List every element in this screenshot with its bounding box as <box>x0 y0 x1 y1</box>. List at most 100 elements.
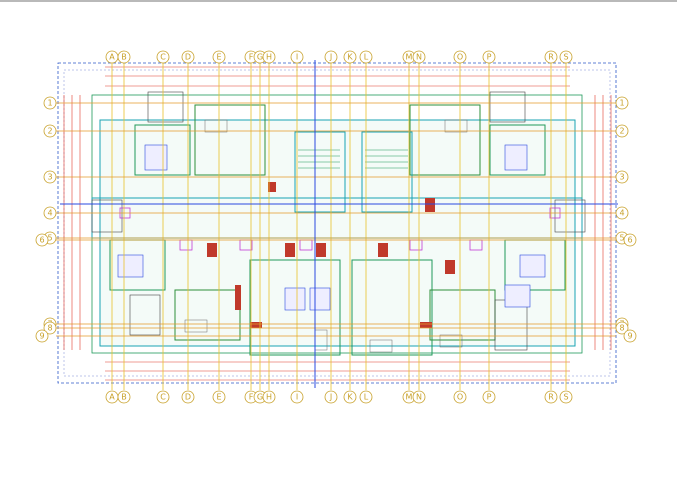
column-axis-top-label: H <box>266 53 272 62</box>
column-axis-bottom-9: I <box>290 390 304 404</box>
row-axis-left-label: 1 <box>47 99 52 108</box>
row-axis-right-label: 1 <box>619 99 624 108</box>
column-axis-top-14: N <box>412 50 426 64</box>
column-axis-top-label: I <box>296 53 298 62</box>
column-grid-lines <box>111 63 567 390</box>
column-axis-bottom-label: A <box>109 393 115 402</box>
column-axis-top-1: A <box>105 50 119 64</box>
column-axis-top-label: P <box>487 53 492 62</box>
column-axis-bottom-label: R <box>548 393 554 402</box>
dimension-lines <box>63 66 612 381</box>
row-axis-right-8: 8 <box>615 321 629 335</box>
row-axis-right-label: 9 <box>627 332 632 341</box>
column-axis-top-label: K <box>347 53 353 62</box>
column-axis-top-9: I <box>290 50 304 64</box>
column-axis-bottom-label: I <box>296 393 298 402</box>
row-axis-left-4: 4 <box>43 206 57 220</box>
column-axis-top-8: H <box>262 50 276 64</box>
row-axis-left-6: 6 <box>35 233 49 247</box>
column-axis-bottom-16: P <box>482 390 496 404</box>
column-axis-bottom-11: K <box>343 390 357 404</box>
column-axis-bottom-4: D <box>181 390 195 404</box>
column-axis-top-label: A <box>109 53 115 62</box>
column-axis-top-label: O <box>457 53 463 62</box>
row-axis-right-1: 1 <box>615 96 629 110</box>
column-axis-top-label: E <box>216 53 221 62</box>
column-axis-top-label: D <box>185 53 191 62</box>
column-axis-bottom-label: F <box>249 393 254 402</box>
row-axis-bubbles-right: 123456789 <box>615 96 637 343</box>
inner-frame <box>63 69 611 377</box>
row-axis-left-label: 9 <box>39 332 44 341</box>
column-axis-top-label: N <box>416 53 422 62</box>
row-axis-left-1: 1 <box>43 96 57 110</box>
row-axis-right-label: 4 <box>619 209 624 218</box>
row-axis-left-label: 8 <box>47 324 52 333</box>
row-axis-bubbles-left: 123456789 <box>35 96 57 343</box>
column-axis-bottom-label: M <box>406 393 413 402</box>
column-axis-top-label: S <box>563 53 568 62</box>
column-axis-bottom-1: A <box>105 390 119 404</box>
column-axis-bottom-label: E <box>216 393 221 402</box>
column-axis-bottom-15: O <box>453 390 467 404</box>
column-axis-top-label: J <box>329 53 332 62</box>
column-axis-bottom-14: N <box>412 390 426 404</box>
row-axis-right-2: 2 <box>615 124 629 138</box>
column-axis-bottom-12: L <box>359 390 373 404</box>
row-axis-left-label: 3 <box>47 173 52 182</box>
column-axis-bottom-18: S <box>559 390 573 404</box>
column-axis-bottom-label: D <box>185 393 191 402</box>
column-axis-bottom-label: B <box>121 393 127 402</box>
column-axis-top-label: C <box>160 53 166 62</box>
row-axis-right-3: 3 <box>615 170 629 184</box>
row-axis-right-label: 3 <box>619 173 624 182</box>
building-outline <box>91 91 586 356</box>
column-axis-bottom-3: C <box>156 390 170 404</box>
row-axis-left-label: 4 <box>47 209 52 218</box>
row-axis-right-4: 4 <box>615 206 629 220</box>
column-axis-top-11: K <box>343 50 357 64</box>
column-axis-top-4: D <box>181 50 195 64</box>
column-axis-bottom-label: J <box>329 393 332 402</box>
row-axis-right-label: 6 <box>627 236 632 245</box>
column-axis-top-3: C <box>156 50 170 64</box>
column-axis-bottom-label: L <box>364 393 369 402</box>
row-axis-right-label: 5 <box>619 234 624 243</box>
column-axis-bottom-label: C <box>160 393 166 402</box>
column-axis-top-label: F <box>249 53 254 62</box>
column-axis-top-label: R <box>548 53 554 62</box>
column-axis-bottom-label: N <box>416 393 422 402</box>
row-axis-right-label: 2 <box>619 127 624 136</box>
column-axis-bottom-label: K <box>347 393 353 402</box>
column-axis-bottom-8: H <box>262 390 276 404</box>
row-axis-left-8: 8 <box>43 321 57 335</box>
row-axis-left-3: 3 <box>43 170 57 184</box>
row-grid-lines <box>56 102 616 337</box>
row-axis-left-label: 2 <box>47 127 52 136</box>
row-axis-right-6: 6 <box>623 233 637 247</box>
row-axis-left-2: 2 <box>43 124 57 138</box>
row-axis-right-9: 9 <box>623 329 637 343</box>
row-axis-left-label: 5 <box>47 234 52 243</box>
column-axis-bottom-label: S <box>563 393 568 402</box>
column-axis-bottom-10: J <box>324 390 338 404</box>
column-axis-top-2: B <box>117 50 131 64</box>
outer-frame <box>57 62 617 384</box>
column-axis-bottom-17: R <box>544 390 558 404</box>
row-axis-left-label: 6 <box>39 236 44 245</box>
row-axis-left-9: 9 <box>35 329 49 343</box>
column-axis-bottom-2: B <box>117 390 131 404</box>
column-axis-top-label: M <box>406 53 413 62</box>
column-axis-top-18: S <box>559 50 573 64</box>
column-axis-top-5: E <box>212 50 226 64</box>
column-axis-top-10: J <box>324 50 338 64</box>
column-axis-bottom-label: H <box>266 393 272 402</box>
window-top-edge <box>0 0 677 2</box>
column-axis-bottom-label: P <box>487 393 492 402</box>
column-axis-bottom-label: O <box>457 393 463 402</box>
column-axis-top-label: B <box>121 53 127 62</box>
column-axis-bottom-5: E <box>212 390 226 404</box>
column-axis-top-label: G <box>257 53 263 62</box>
